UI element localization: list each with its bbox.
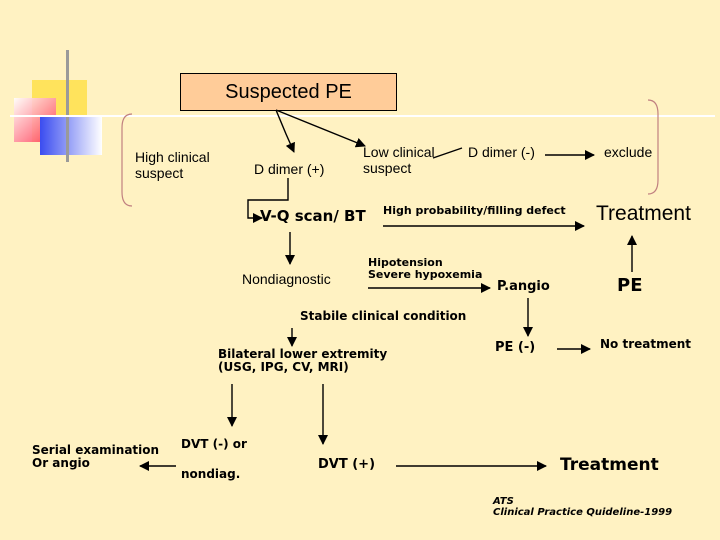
node-treatment-top: Treatment	[596, 202, 691, 225]
node-treatment-bottom: Treatment	[560, 455, 659, 475]
node-nondiag: nondiag.	[181, 467, 241, 481]
arrow-title-to-low-clinical	[275, 109, 366, 148]
node-high-probability: High probability/filling defect	[383, 204, 566, 217]
node-bilateral: Bilateral lower extremity (USG, IPG, CV,…	[218, 347, 388, 375]
node-high-clinical: High clinical suspect	[135, 149, 210, 181]
node-nondiagnostic: Nondiagnostic	[242, 271, 331, 287]
source-citation: ATS Clinical Practice Quideline-1999	[493, 496, 673, 519]
node-serial-exam: Serial examination Or angio	[32, 443, 160, 471]
arrow-low-to-ddimer-neg	[432, 147, 463, 159]
node-exclude: exclude	[604, 144, 653, 160]
node-pe: PE	[617, 275, 643, 296]
node-dvt-positive: DVT (+)	[318, 457, 376, 472]
node-d-dimer-positive: D dimer (+)	[254, 161, 325, 177]
diagram-title: Suspected PE	[225, 80, 352, 103]
node-dvt-negative: DVT (-) or	[181, 437, 247, 451]
node-stabile: Stabile clinical condition	[300, 309, 467, 323]
node-p-angio: P.angio	[497, 279, 550, 294]
deco-blue-square	[40, 117, 102, 155]
right-bracket	[647, 99, 659, 195]
node-pe-negative: PE (-)	[495, 340, 536, 355]
arrow-dimer-to-vq	[247, 178, 289, 223]
node-vq-scan: V-Q scan/ BT	[260, 207, 366, 225]
node-no-treatment: No treatment	[600, 337, 692, 351]
title-box: Suspected PE	[180, 73, 397, 111]
node-hipotension: Hipotension Severe hypoxemia	[368, 256, 483, 282]
arrow-title-to-dimer	[275, 109, 295, 153]
deco-horizontal-rule	[10, 115, 715, 117]
node-d-dimer-negative: D dimer (-)	[468, 144, 535, 160]
deco-vertical-rule	[66, 50, 69, 162]
left-bracket	[121, 113, 133, 207]
node-low-clinical: Low clinical suspect	[363, 144, 435, 176]
